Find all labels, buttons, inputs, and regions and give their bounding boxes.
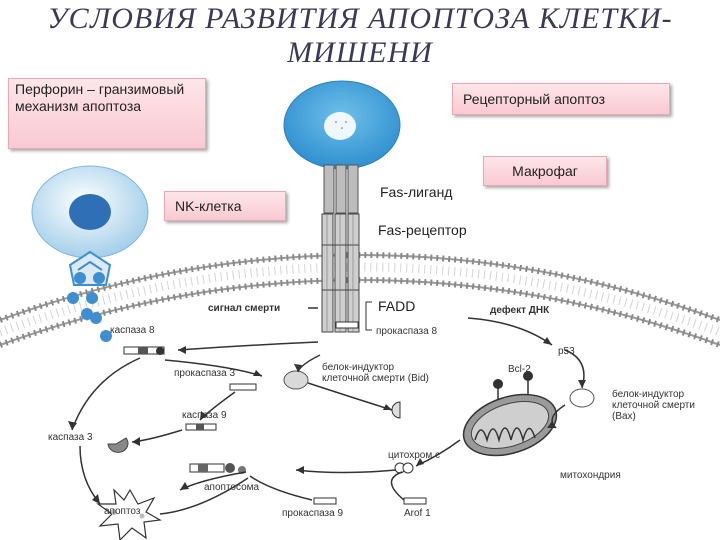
macrophage-text: Макрофаг <box>512 163 578 179</box>
procaspase9-mark <box>313 497 337 505</box>
caspase9-label: каспаза 9 <box>182 410 227 421</box>
nk-nucleus <box>69 194 111 230</box>
death-signal-label: сигнал смерти <box>208 303 281 314</box>
caspase8-complex <box>123 346 165 355</box>
procaspase8-label: прокаспаза 8 <box>376 326 438 337</box>
receptor-apoptosis-text: Рецепторный апоптоз <box>463 91 606 107</box>
bcl2-label: Bcl-2 <box>508 364 531 375</box>
p53-label: р53 <box>558 346 575 357</box>
title-line-2: МИШЕНИ <box>287 36 433 69</box>
fas-ligand-label: Fas-лиганд <box>380 184 453 200</box>
bax-label-3: (Bax) <box>612 411 636 422</box>
bid-label-2: клеточной смерти (Bid) <box>322 373 429 384</box>
nk-cell <box>31 165 149 342</box>
dna-defect-label: дефект ДНК <box>490 305 550 316</box>
bid-protein <box>283 370 309 390</box>
bax-label-1: белок-индуктор <box>612 389 685 400</box>
nk-cell-box: NK-клетка <box>164 191 286 221</box>
cytochrome-c-label: цитохром с <box>388 450 441 461</box>
bax-label-2: клеточной смерти <box>612 400 695 411</box>
bcl2-markers <box>493 371 533 402</box>
caspase3-label: каспаза 3 <box>48 432 93 443</box>
fas-ligand-stalks <box>323 164 359 214</box>
page-title: УСЛОВИЯ РАЗВИТИЯ АПОПТОЗА КЛЕТКИ- МИШЕНИ <box>0 2 720 70</box>
perforin-text: Перфорин – гранзимовый механизм апоптоза <box>15 81 185 114</box>
mitochondria-label: митохондрия <box>560 470 621 481</box>
procaspase9-label: прокаспаза 9 <box>282 508 344 519</box>
fas-receptor-label: Fas-рецептор <box>378 222 467 238</box>
macrophage-box: Макрофаг <box>483 156 607 186</box>
bax-protein <box>569 388 595 408</box>
macrophage-cell <box>283 80 401 170</box>
procaspase8-mark <box>335 321 359 329</box>
apoptosome <box>189 463 246 474</box>
fas-receptor <box>321 213 360 333</box>
caspase9-mark <box>185 423 217 431</box>
mitochondrion <box>462 393 558 457</box>
apaf1-label: Arof 1 <box>404 508 431 519</box>
apoptosome-label: апоптосома <box>204 482 260 493</box>
caspase3-shape <box>107 437 129 453</box>
cell-membrane <box>0 252 720 348</box>
nk-cell-text: NK-клетка <box>175 198 242 214</box>
arrowheads <box>68 337 586 504</box>
perforin-box: Перфорин – гранзимовый механизм апоптоза <box>8 78 206 149</box>
caspase8-label: каспаза 8 <box>110 325 155 336</box>
apoptosis-starburst <box>96 488 162 540</box>
apoptosis-label: апоптоз <box>104 506 141 517</box>
fadd-label: FADD <box>378 298 416 314</box>
bid-label-1: белок-индуктор <box>322 362 395 373</box>
title-line-1: УСЛОВИЯ РАЗВИТИЯ АПОПТОЗА КЛЕТКИ- <box>47 2 673 35</box>
apaf1-mark <box>403 497 427 505</box>
procaspase3-label: прокаспаза 3 <box>174 368 236 379</box>
cytochrome-c <box>394 462 414 474</box>
receptor-apoptosis-box: Рецепторный апоптоз <box>452 83 670 115</box>
fadd-bracket <box>365 301 372 331</box>
